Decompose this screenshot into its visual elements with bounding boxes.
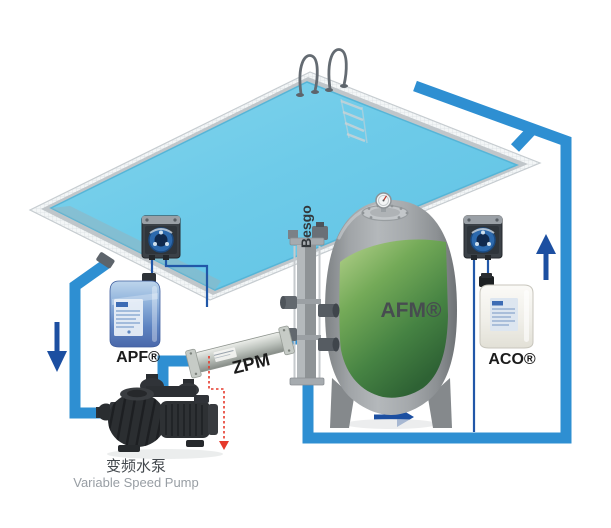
apf-injection-tube bbox=[164, 258, 209, 307]
afm-label: AFM® bbox=[381, 299, 442, 322]
dosing-pump-right bbox=[463, 215, 503, 260]
flow-arrow-up-icon bbox=[536, 234, 556, 280]
apf-canister: APF® bbox=[109, 273, 161, 366]
flow-arrow-down-icon bbox=[47, 322, 67, 372]
zpm-static-mixer bbox=[185, 325, 295, 379]
aco-label: ACO® bbox=[488, 351, 536, 368]
backwash-drain-line bbox=[208, 356, 229, 450]
return-pipe bbox=[302, 80, 572, 444]
pressure-gauge-icon bbox=[375, 192, 392, 212]
backwash-arrow-icon bbox=[219, 441, 229, 450]
pool-suction-connector bbox=[96, 252, 115, 269]
apf-label: APF® bbox=[116, 349, 160, 366]
afm-filter-vessel: AFM® bbox=[325, 192, 457, 429]
suction-pipe bbox=[69, 259, 110, 419]
aco-canister: ACO® bbox=[479, 273, 536, 368]
besgo-label: Besgo bbox=[298, 205, 314, 248]
pool-wall-shadow bbox=[51, 206, 221, 290]
filter-leg-left bbox=[330, 378, 354, 428]
besgo-backwash-valve: Besgo bbox=[280, 205, 340, 386]
pump-label-cn: 变频水泵 bbox=[106, 458, 166, 475]
filter-leg-right bbox=[428, 378, 452, 428]
dosing-pump-left bbox=[141, 215, 181, 260]
variable-speed-pump bbox=[96, 374, 223, 459]
pool-corner-inlet-stub bbox=[510, 127, 536, 152]
pool-ladder-icon bbox=[296, 48, 368, 144]
filter-media-green bbox=[339, 239, 448, 398]
pump-label-en: Variable Speed Pump bbox=[73, 475, 199, 490]
